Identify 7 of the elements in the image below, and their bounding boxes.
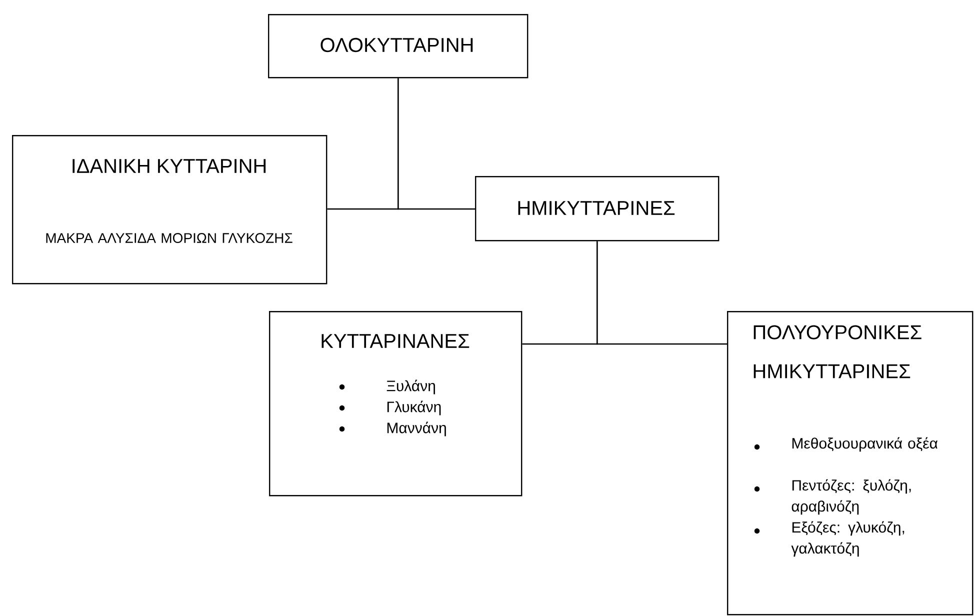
connector-line — [596, 241, 727, 345]
text-box: ΗΜΙΚΥΤΤΑΡΙΝΕΣ — [475, 176, 720, 242]
text-box: ΚΥΤΤΑΡΙΝΑΝΕΣ Ξυλάνη Γλυκάνη Μαννάνη — [269, 311, 522, 496]
text-box: ΙΔΑΝΙΚΗ ΚΥΤΤΑΡΙΝΗ ΜΑΚΡΑ ΑΛΥΣΙΔΑ ΜΟΡΙΩΝ ΓΛΥΚΟΖΗΣ — [12, 135, 328, 284]
text-box: ΟΛΟΚΥΤΤΑΡΙΝΗ — [268, 14, 528, 78]
connector-line — [398, 78, 475, 210]
text-box: ΠΟΛΥΟΥΡΟΝΙΚΕΣ ΗΜΙΚΥΤΤΑΡΙΝΕΣ Μεθοξυουρανικά οξέα Πεντόζες: ξυλόζη, αραβινόζη Εξόζες: γλυκόζη, γαλακτόζη — [727, 311, 974, 616]
